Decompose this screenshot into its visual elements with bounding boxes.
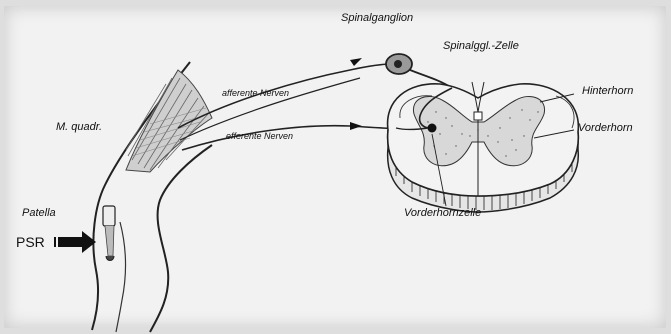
label-patella: Patella [22, 207, 56, 219]
patellar-tendon [105, 226, 114, 256]
efferent-arrow [350, 122, 362, 130]
tibial-tuberosity [106, 256, 114, 261]
label-hinterhorn: Hinterhorn [582, 85, 633, 97]
spinal-ganglion-cell [394, 60, 402, 68]
label-afferente-nerven: afferente Nerven [222, 88, 289, 98]
label-efferente-nerven: efferente Nerven [226, 131, 293, 141]
quadriceps-muscle [126, 70, 212, 172]
label-vorderhorn: Vorderhorn [578, 122, 633, 134]
leg-back-outline [150, 145, 212, 332]
label-vorderhornzelle: Vorderhornzelle [404, 207, 481, 219]
anterior-horn-cell [428, 124, 437, 133]
label-m-quadr: M. quadr. [56, 121, 102, 133]
shin-outline [116, 222, 126, 332]
spinal-cord-section [388, 82, 579, 212]
label-psr: PSR [16, 234, 45, 250]
patella-shape [103, 206, 115, 226]
psr-arrow-icon [54, 231, 96, 253]
afferent-arrow [350, 58, 362, 66]
label-spinalganglion: Spinalganglion [341, 12, 413, 24]
label-spinalggl-zelle: Spinalggl.-Zelle [443, 40, 519, 52]
